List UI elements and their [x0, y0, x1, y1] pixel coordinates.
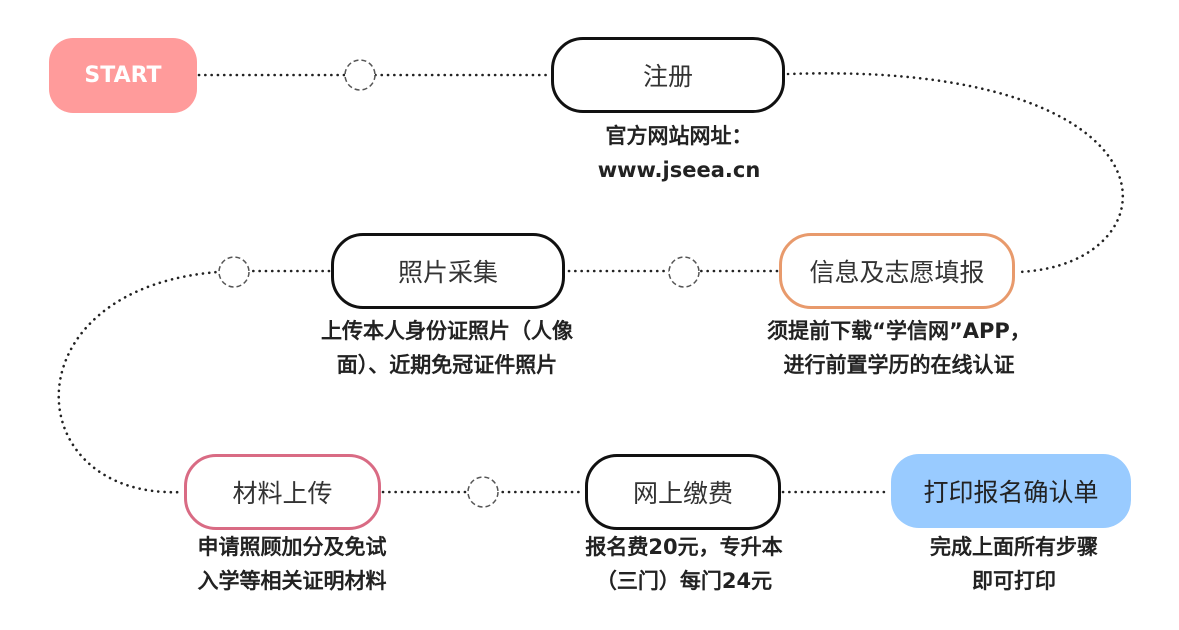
note-register: 官方网站网址： www.jseea.cn: [568, 119, 790, 187]
note-line: （三门）每门24元: [595, 569, 773, 593]
step-online-payment: 网上缴费: [585, 454, 781, 530]
step-photo-collection: 照片采集: [331, 233, 565, 309]
note-line: 面）、近期免冠证件照片: [336, 353, 558, 377]
note-photo-collection: 上传本人身份证照片（人像 面）、近期免冠证件照片: [268, 314, 626, 382]
note-line: www.jseea.cn: [597, 158, 761, 182]
note-line: 即可打印: [972, 569, 1056, 593]
connector-dot: [344, 59, 376, 91]
note-line: 申请照顾加分及免试: [197, 535, 387, 559]
note-info-application: 须提前下载“学信网”APP， 进行前置学历的在线认证: [728, 314, 1070, 382]
step-info-application: 信息及志愿填报: [779, 233, 1015, 309]
note-print-confirmation: 完成上面所有步骤 即可打印: [895, 530, 1133, 598]
note-line: 进行前置学历的在线认证: [783, 353, 1015, 377]
note-line: 上传本人身份证照片（人像: [321, 319, 573, 343]
step-print-confirmation: 打印报名确认单: [891, 454, 1131, 528]
start-node: START: [49, 38, 197, 113]
note-online-payment: 报名费20元，专升本 （三门）每门24元: [548, 530, 820, 598]
connector-dot: [218, 256, 250, 288]
connector-photo-upload: [57, 269, 331, 494]
connector-dot: [467, 476, 499, 508]
step-register: 注册: [551, 37, 785, 113]
connector-register-info: [786, 72, 1125, 274]
note-line: 报名费20元，专升本: [585, 535, 783, 559]
step-material-upload: 材料上传: [184, 454, 381, 530]
note-line: 完成上面所有步骤: [930, 535, 1098, 559]
note-line: 入学等相关证明材料: [197, 569, 387, 593]
note-line: 官方网站网址：: [605, 124, 753, 148]
note-line: 须提前下载“学信网”APP，: [767, 319, 1031, 343]
note-material-upload: 申请照顾加分及免试 入学等相关证明材料: [165, 530, 419, 598]
connector-dot: [668, 256, 700, 288]
